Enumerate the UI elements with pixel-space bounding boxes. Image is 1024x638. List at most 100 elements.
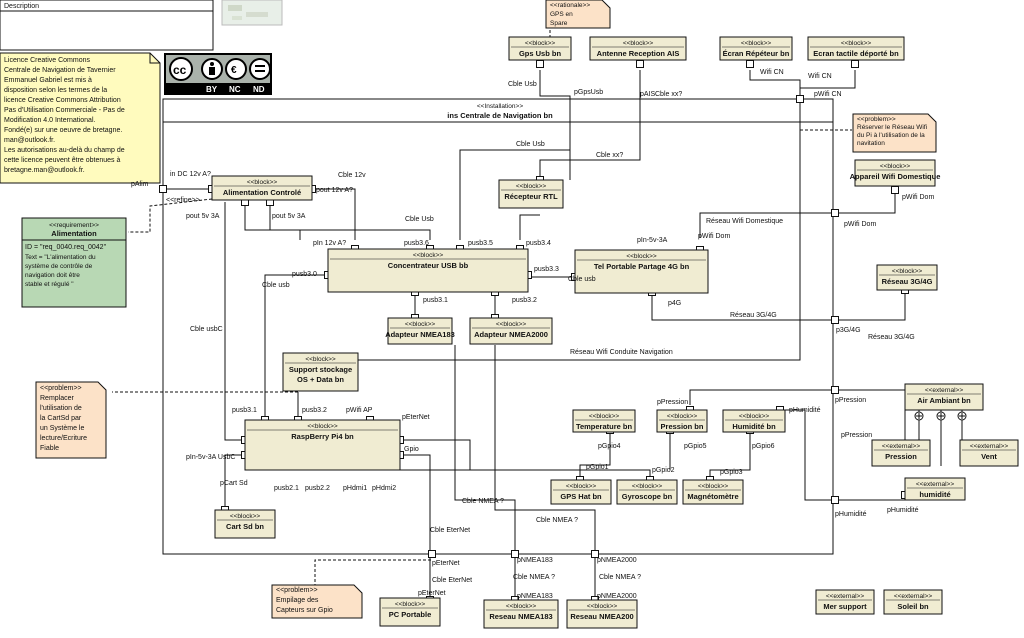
external-air[interactable]: <<external>>Air Ambiant bn <box>904 383 984 411</box>
block-name: Concentrateur USB bb <box>388 261 469 270</box>
label-cble-nmea-a: Cble NMEA ? <box>462 498 504 505</box>
label-pout12v: pout 12v A? <box>316 187 353 194</box>
label-pusb33: pusb3.3 <box>534 266 559 273</box>
block-stereotype: <<block>> <box>741 40 772 47</box>
label-pusb36: pusb3.6 <box>404 240 429 247</box>
block-pression[interactable]: <<block>>Pression bn <box>656 409 708 433</box>
block-reseau-3g[interactable]: <<block>>Réseau 3G/4G <box>876 264 938 291</box>
port-icon[interactable] <box>428 550 436 558</box>
label-pnmea2000-a: pNMEA2000 <box>597 557 637 564</box>
label-pnmea183-a: pNMEA183 <box>517 557 553 564</box>
block-ecran-rep[interactable]: <<block>>Écran Répéteur bn <box>719 36 793 61</box>
label-pwifi-dom1: pWifi Dom <box>698 233 730 240</box>
block-ais[interactable]: <<block>>Antenne Reception AIS <box>589 36 687 61</box>
label-pais: pAIS <box>640 91 656 98</box>
port-icon[interactable] <box>636 60 644 68</box>
installation-frame[interactable]: <<Installation>> ins Centrale de Navigat… <box>162 98 834 555</box>
block-cartsd[interactable]: <<block>>Cart Sd bn <box>214 509 276 539</box>
port-icon[interactable] <box>831 316 839 324</box>
label-peternet-c: pEterNet <box>418 590 446 597</box>
port-icon[interactable] <box>851 60 859 68</box>
block-stereotype: <<block>> <box>626 253 657 260</box>
block-ecran-tact[interactable]: <<block>>Ecran tactile déporté bn <box>807 36 905 61</box>
block-name: Reseau NMEA200 <box>570 612 633 621</box>
external-humidite[interactable]: <<external>>humidité <box>904 477 966 501</box>
block-name: Ecran tactile déporté bn <box>813 49 899 58</box>
label-pnmea183-b: pNMEA183 <box>517 593 553 600</box>
cc-license-badge: cc € BY NC ND <box>164 53 272 95</box>
requirement-alimentation[interactable]: <<requirement>> Alimentation ID = "req_0… <box>21 217 127 308</box>
external-soleil[interactable]: <<external>>Soleil bn <box>883 589 943 615</box>
external-mer[interactable]: <<external>>Mer support <box>815 589 875 615</box>
block-stereotype: <<block>> <box>892 268 923 275</box>
block-pc[interactable]: <<block>>PC Portable <box>379 597 441 627</box>
block-wifi-dom[interactable]: <<block>>Appareil Wifi Domestique <box>850 159 941 187</box>
block-stereotype: <<block>> <box>525 40 556 47</box>
external-stereotype: <<external>> <box>925 387 964 394</box>
external-pression[interactable]: <<external>>Pression <box>871 439 931 467</box>
port-icon[interactable] <box>746 60 754 68</box>
label-cble-xx-mid: Cble xx? <box>596 152 623 159</box>
label-cble-xx-top: Cble xx? <box>655 91 682 98</box>
block-stereotype: <<block>> <box>395 601 426 608</box>
block-stereotype: <<block>> <box>739 413 770 420</box>
external-name: Mer support <box>823 602 867 611</box>
label-ppression1: pPression <box>657 399 688 406</box>
label-gpio: Gpio <box>404 446 419 453</box>
label-in-dc: in DC 12v A? <box>170 171 211 178</box>
label-phdmi1: pHdmi1 <box>343 485 367 492</box>
label-cble-usb-d: Cble usb <box>262 282 290 289</box>
label-phumidite3: pHumidité <box>887 507 919 514</box>
block-name: Temperature bn <box>576 422 633 431</box>
block-rpi[interactable]: <<block>>RaspBerry Pi4 bn <box>244 419 401 471</box>
port-icon[interactable] <box>159 185 167 193</box>
block-magneto[interactable]: <<block>>Magnétomètre <box>682 479 744 505</box>
block-res200[interactable]: <<block>>Reseau NMEA200 <box>566 599 638 629</box>
block-rtl[interactable]: <<block>>Récepteur RTL <box>498 179 564 209</box>
label-phumidite1: pHumidité <box>789 407 821 414</box>
label-pgpio2: pGpio2 <box>652 467 675 474</box>
port-icon[interactable] <box>511 550 519 558</box>
port-icon[interactable] <box>891 186 899 194</box>
external-vent[interactable]: <<external>>Vent <box>959 439 1019 467</box>
description-panel <box>0 0 214 51</box>
label-cble-nmea-b: Cble NMEA ? <box>536 517 578 524</box>
block-stereotype: <<block>> <box>880 163 911 170</box>
block-gps-usb[interactable]: <<block>>Gps Usb bn <box>508 36 572 61</box>
port-icon[interactable] <box>831 496 839 504</box>
block-temp[interactable]: <<block>> Temperature bn <box>572 409 636 433</box>
block-stereotype: <<block>> <box>623 40 654 47</box>
label-pgpsusb: pGpsUsb <box>574 89 603 96</box>
block-nmea2000[interactable]: <<block>>Adapteur NMEA2000 <box>469 317 553 345</box>
block-alim[interactable]: <<block>>Alimentation Controlé <box>211 175 313 201</box>
block-name: Cart Sd bn <box>226 522 264 531</box>
external-name: Vent <box>981 452 997 461</box>
block-nmea183[interactable]: <<block>>Adapteur NMEA183 <box>385 317 455 345</box>
block-usb-hub[interactable]: <<block>>Concentrateur USB bb <box>327 248 529 293</box>
block-gpshat[interactable]: <<block>>GPS Hat bn <box>550 479 612 505</box>
block-name: Support stockage <box>289 365 352 374</box>
port-icon[interactable] <box>591 550 599 558</box>
port-icon[interactable] <box>536 60 544 68</box>
block-stereotype: <<block>> <box>496 321 527 328</box>
block-humidite[interactable]: <<block>>Humidité bn <box>722 409 786 433</box>
port-icon[interactable] <box>831 386 839 394</box>
block-name: Récepteur RTL <box>504 192 558 201</box>
block-gyro[interactable]: <<block>>Gyroscope bn <box>616 479 678 505</box>
block-res183[interactable]: <<block>>Reseau NMEA183 <box>483 599 559 629</box>
block-tel[interactable]: <<block>>Tel Portable Partage 4G bn <box>574 249 709 294</box>
label-pnmea2000-b: pNMEA2000 <box>597 593 637 600</box>
block-stereotype: <<block>> <box>589 413 620 420</box>
port-icon[interactable] <box>796 95 804 103</box>
description-tab[interactable]: Description <box>4 3 39 10</box>
port-icon[interactable] <box>831 209 839 217</box>
